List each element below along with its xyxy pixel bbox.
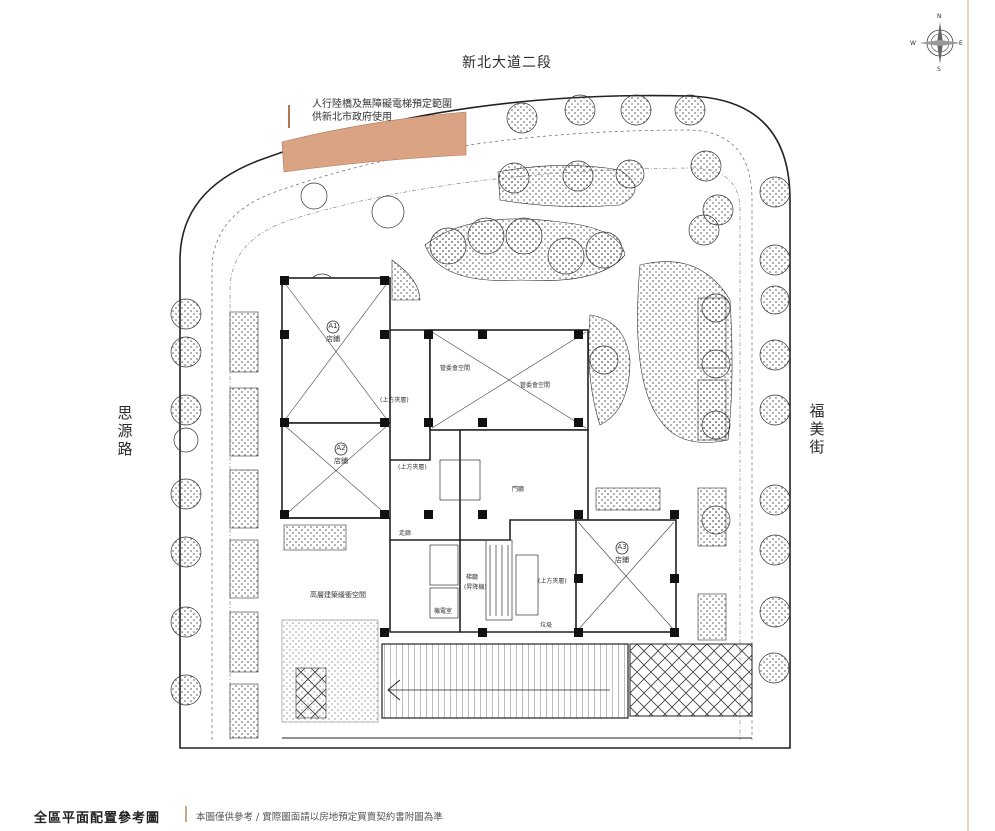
room-stairs: 梯廳 — [466, 574, 479, 581]
road-name-north: 新北大道二段 — [462, 55, 552, 71]
unit-x-lines — [283, 281, 675, 631]
room-elevator: (昇降機) — [464, 584, 487, 591]
unit-a2-label: A2 — [336, 444, 346, 452]
room-mezzanine-1: (上方夾層) — [380, 397, 409, 404]
road-name-west: 思源路 — [117, 404, 133, 458]
road-name-east: 福美街 — [809, 402, 825, 456]
compass-e: E — [959, 40, 963, 47]
planting-area — [391, 259, 421, 301]
room-corridor: 走廊 — [399, 530, 412, 537]
structural-columns — [280, 276, 679, 637]
room-mezzanine-3: (上方夾層) — [538, 578, 567, 585]
note-line-2: 供新北市政府使用 — [312, 112, 392, 123]
brick-paving — [629, 643, 753, 717]
west-planters — [229, 311, 347, 739]
reserved-area-note: 人行陸橋及無障礙電梯預定範圍 供新北市政府使用 — [312, 98, 452, 124]
unit-a3-label: A3 — [617, 543, 627, 551]
unit-a1-label: A1 — [328, 322, 338, 330]
unit-a2-sub: 店鋪 — [334, 457, 348, 465]
trees — [170, 94, 791, 706]
unit-a3-sub: 店鋪 — [615, 556, 629, 564]
footer-divider — [185, 806, 187, 822]
room-electrical: 機電室 — [434, 608, 453, 615]
compass-s: S — [937, 66, 941, 73]
footer-disclaimer: 本圖僅供參考 / 實際圖面請以房地預定買賣契約書附圖為準 — [196, 812, 443, 823]
room-mezzanine-2: (上方夾層) — [398, 464, 427, 471]
unit-a1-sub: 店鋪 — [326, 335, 340, 343]
room-highrise-buffer: 高層建築緩衝空間 — [310, 591, 366, 599]
compass-n: N — [937, 13, 942, 20]
note-line-1: 人行陸橋及無障礙電梯預定範圍 — [312, 99, 452, 110]
room-community-space: 管委會空間 — [520, 382, 551, 389]
site-boundary — [179, 94, 791, 749]
footer-title: 全區平面配置參考圖 — [34, 811, 161, 826]
compass-w: W — [910, 40, 916, 47]
service-core — [429, 459, 539, 621]
parking-ramp — [381, 643, 629, 719]
room-mgmt-office: 管委會空間 — [440, 365, 471, 372]
room-lobby: 門廳 — [512, 486, 525, 493]
compass-icon — [919, 22, 961, 64]
reserved-footbridge-area — [281, 111, 467, 173]
room-trash: 垃圾 — [540, 622, 553, 629]
